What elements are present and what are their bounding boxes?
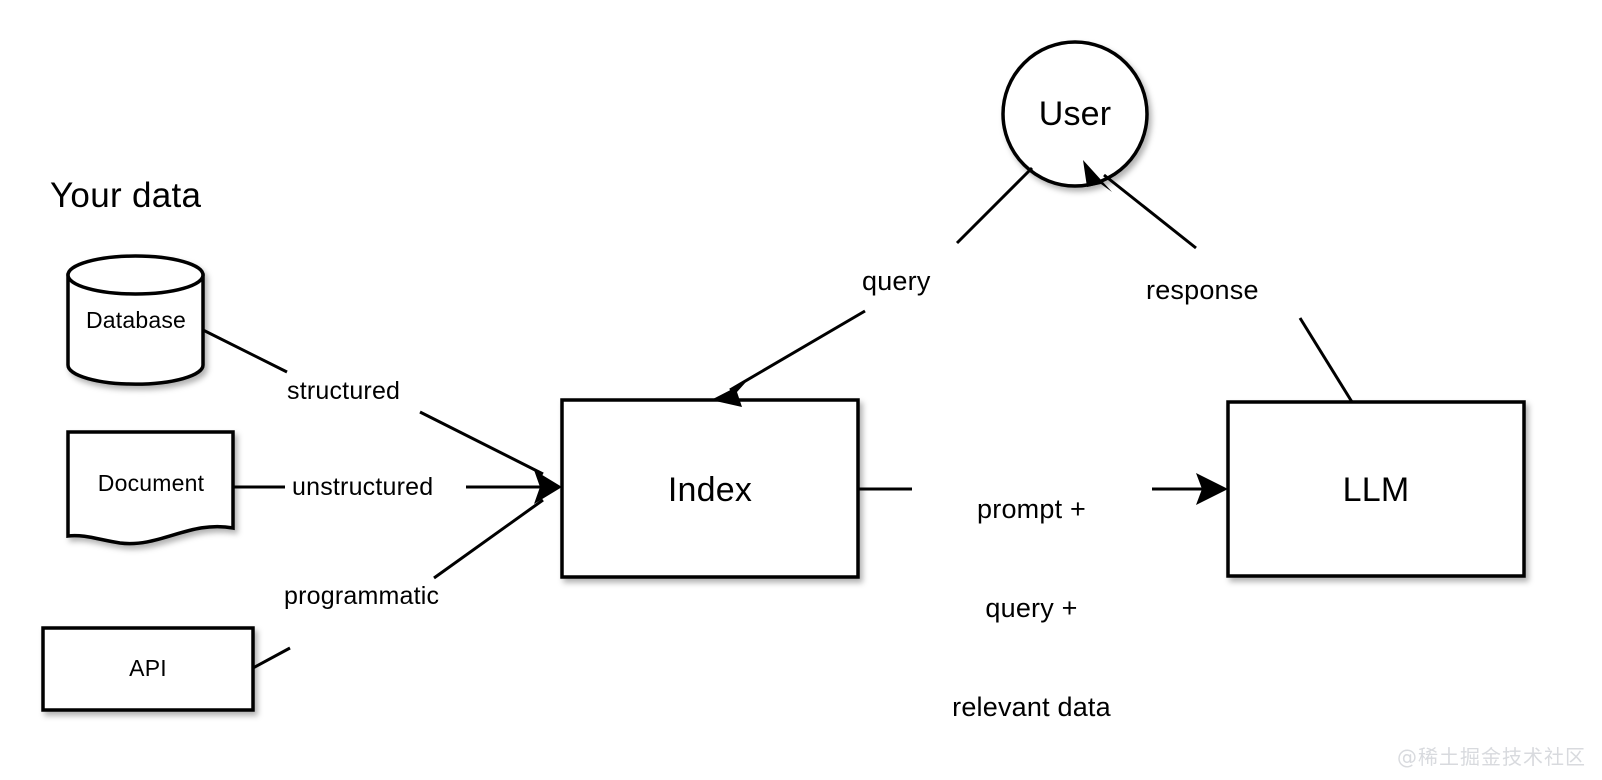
document-shape[interactable] <box>66 430 235 546</box>
prompt-line-3: relevant data <box>952 691 1111 722</box>
edge-label-prompt-query-relevant-data: prompt + query + relevant data <box>905 427 1158 780</box>
edge-llm-to-user-response <box>1083 160 1354 403</box>
edge-label-response: response <box>1146 275 1259 305</box>
edge-api-to-index <box>252 498 544 670</box>
edge-label-structured: structured <box>287 377 401 405</box>
edge-user-to-index-query <box>711 166 1034 407</box>
api-shape[interactable] <box>41 626 255 712</box>
llm-shape[interactable] <box>1226 400 1526 578</box>
user-shape[interactable] <box>1001 40 1149 188</box>
prompt-line-2: query + <box>985 592 1078 623</box>
watermark: @稀土掘金技术社区 <box>1397 745 1586 769</box>
edge-index-to-llm <box>858 473 1228 505</box>
edge-label-unstructured: unstructured <box>292 473 434 501</box>
edge-database-to-index <box>202 328 544 476</box>
edge-label-programmatic: programmatic <box>284 582 440 610</box>
edge-label-query: query <box>862 266 931 296</box>
database-shape[interactable] <box>66 254 205 386</box>
index-shape[interactable] <box>560 398 860 579</box>
index-input-arrowhead <box>534 470 562 504</box>
prompt-line-1: prompt + <box>977 493 1086 524</box>
